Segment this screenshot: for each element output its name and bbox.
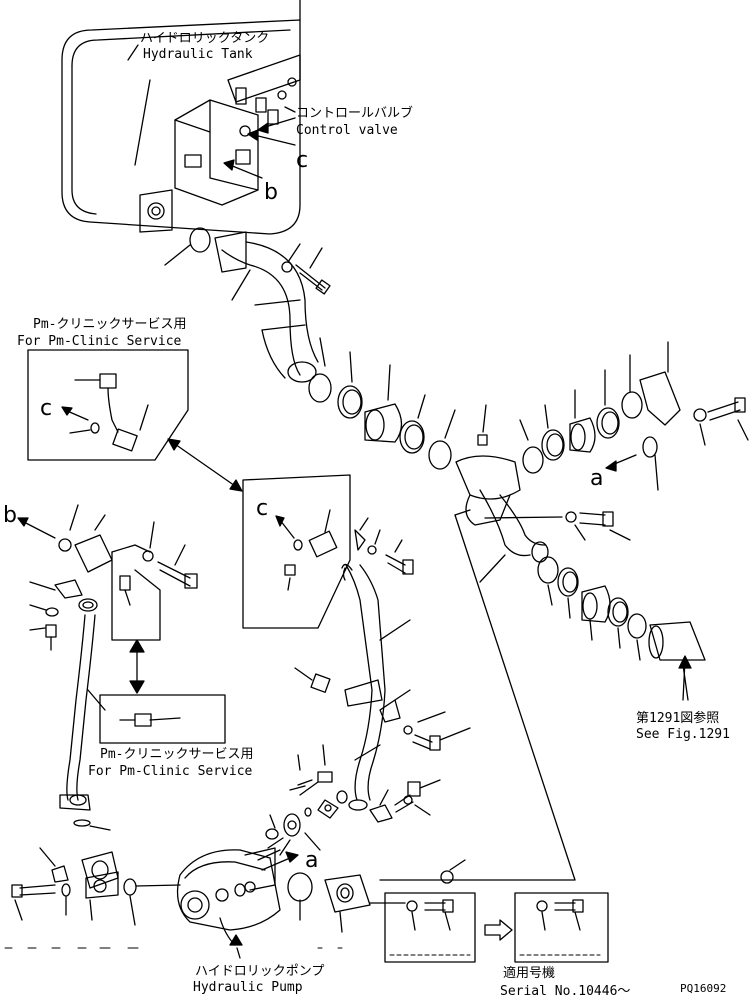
ref-a-pump: a	[305, 848, 319, 873]
ref-c-inset1: c	[40, 396, 53, 421]
pressure-hose	[294, 517, 414, 811]
see-fig-label-en: See Fig.1291	[636, 727, 730, 742]
pm-service-label-jp-2: Pm-クリニックサービス用	[100, 747, 254, 762]
pm-service-label-jp-1: Pm-クリニックサービス用	[33, 317, 187, 332]
control-valve	[174, 54, 301, 206]
serial-boxes	[384, 892, 609, 963]
hydraulic-pump-label-en: Hydraulic Pump	[193, 980, 303, 995]
suction-elbow	[214, 231, 319, 383]
ref-c-top: c	[296, 148, 309, 173]
pm-clinic-inset-center	[242, 474, 351, 629]
pm-service-label-en-1: For Pm-Clinic Service	[17, 334, 182, 349]
ref-a-right: a	[590, 466, 604, 491]
ref-b-left: b	[3, 503, 17, 528]
hydraulic-pump	[176, 847, 281, 959]
hydraulic-tank-label-en: Hydraulic Tank	[143, 47, 253, 62]
control-valve-label-jp: コントロールバルブ	[296, 106, 414, 121]
serial-label-jp: 適用号機	[503, 966, 556, 981]
bottom-dash-marks	[4, 947, 601, 956]
control-valve-label-en: Control valve	[296, 123, 398, 138]
drawing-number: PQ16092	[680, 982, 727, 995]
hose-clamps-lower	[537, 556, 706, 701]
hydraulic-tank-label-jp: ハイドロリックタンク	[140, 31, 270, 46]
hose-clamps-right	[519, 341, 681, 491]
hydraulic-pump-label-jp: ハイドロリックポンプ	[195, 964, 325, 979]
hydraulic-tank	[61, 0, 301, 235]
pm-clinic-inset-top	[27, 349, 189, 461]
left-hose-assembly	[17, 504, 198, 811]
center-tee-pipe	[455, 455, 549, 583]
ref-b-top: b	[264, 180, 278, 205]
pm-service-label-en-2: For Pm-Clinic Service	[88, 764, 253, 779]
ref-c-inset2: c	[256, 496, 269, 521]
see-fig-label-jp: 第1291図参照	[636, 711, 720, 726]
hose-clamps-row	[308, 337, 488, 470]
serial-label-en: Serial No.10446〜	[500, 984, 631, 999]
pm-clinic-inset-bottom	[99, 694, 226, 744]
